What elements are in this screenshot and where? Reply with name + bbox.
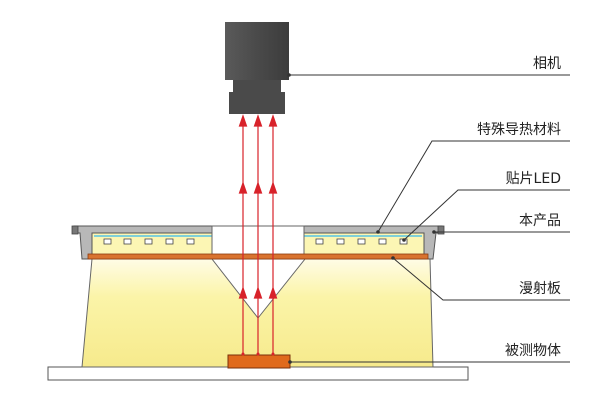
optical-rays [238,114,278,355]
housing-end-right [437,225,445,235]
leader-dots [287,73,436,364]
leader-lines [289,74,570,363]
label-smd-led: 贴片LED [506,171,561,187]
led-row-left [103,238,195,245]
housing-end-left [71,225,79,235]
ray-origins [241,352,275,356]
label-camera: 相机 [533,56,561,72]
label-test-object: 被测物体 [505,343,561,359]
base-plate [47,366,469,381]
label-thermal-material: 特殊导热材料 [477,122,561,138]
camera [225,22,289,114]
label-diffuser-plate: 漫射板 [519,281,561,297]
label-product: 本产品 [519,213,561,229]
test-object [227,354,291,369]
